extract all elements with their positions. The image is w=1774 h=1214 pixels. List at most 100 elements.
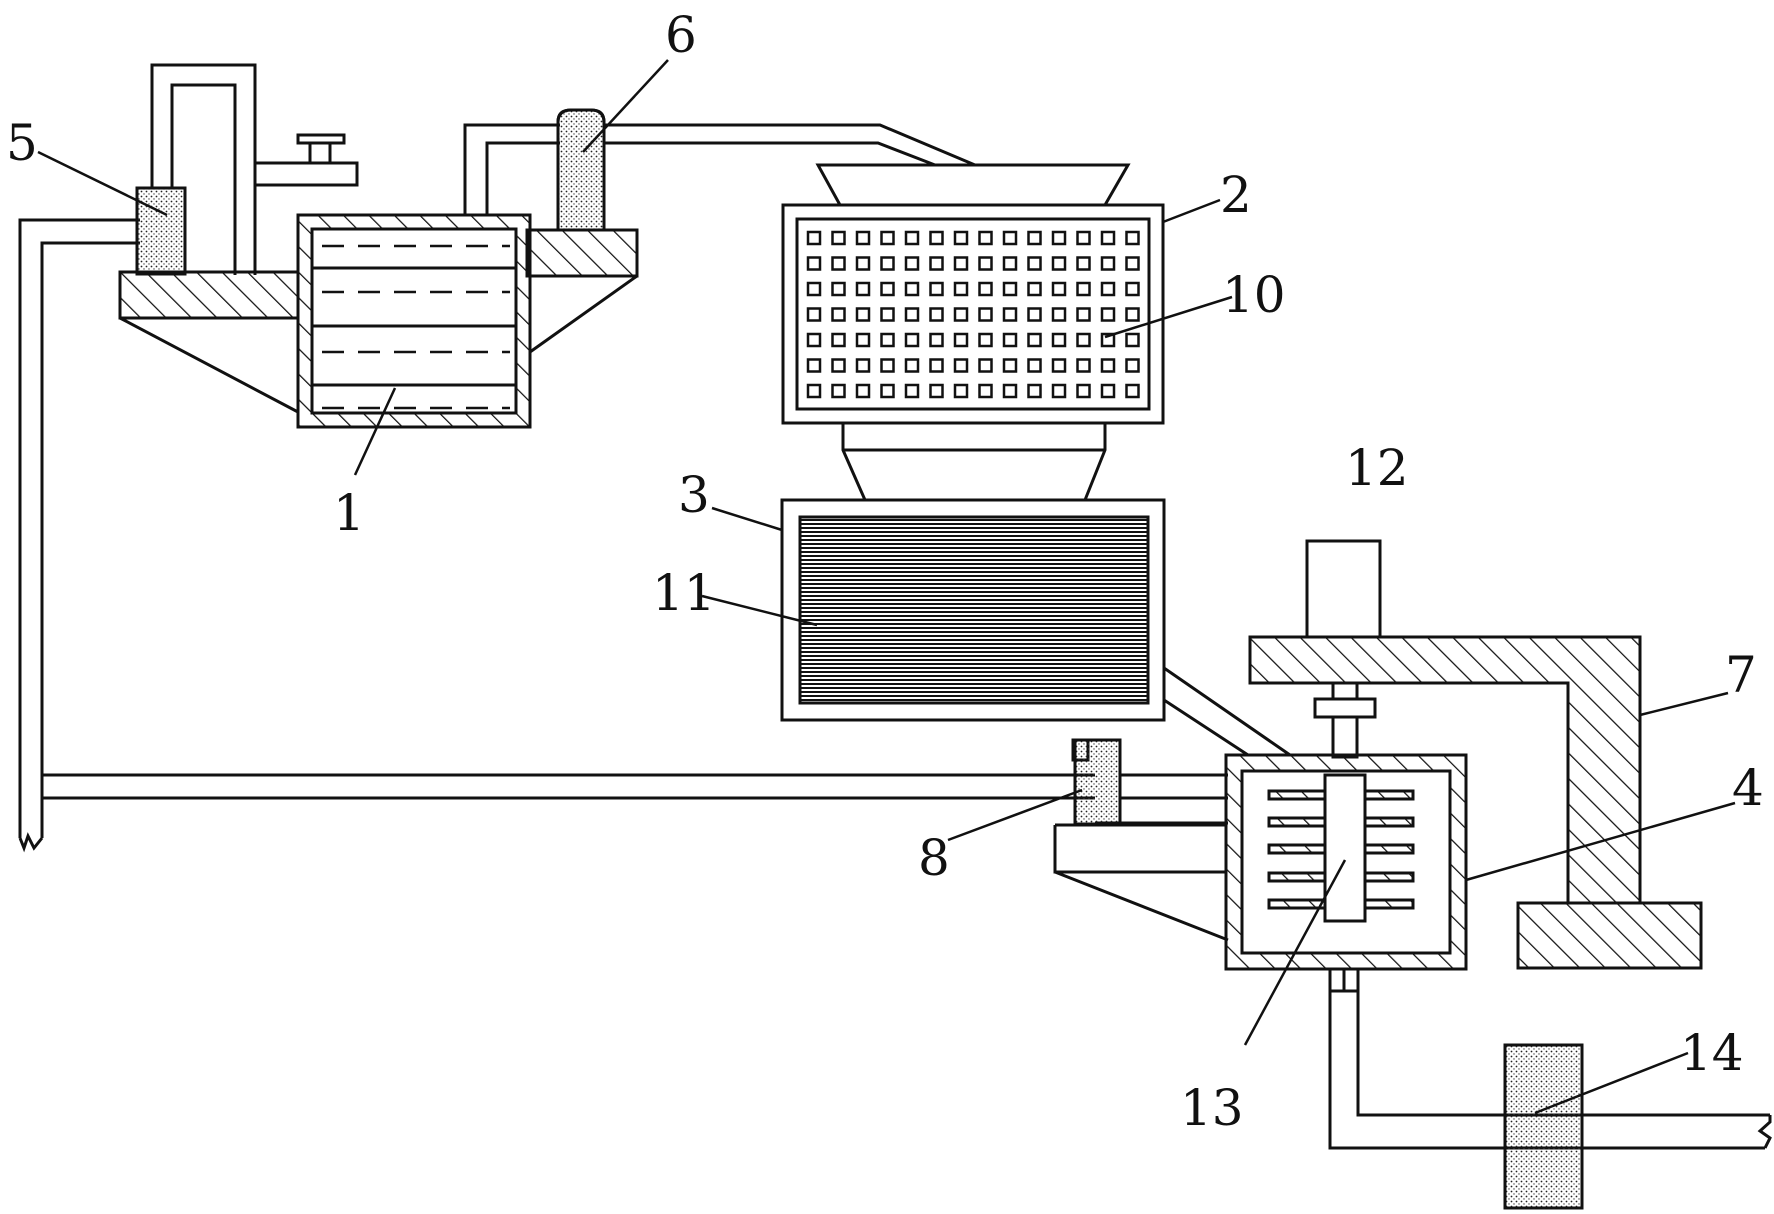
mesh-cell	[978, 307, 993, 322]
mesh-cell	[1076, 281, 1091, 297]
mesh-cell	[953, 332, 969, 348]
mesh-cell	[831, 281, 846, 297]
mesh-cell	[880, 332, 895, 348]
mesh-cell	[1076, 358, 1091, 373]
mesh-cell	[1125, 256, 1140, 271]
mesh-cell	[978, 230, 993, 246]
mesh-cell	[1051, 256, 1067, 271]
mesh-cell	[1051, 383, 1067, 399]
mesh-cell	[1076, 332, 1091, 348]
mesh-cell	[929, 256, 944, 271]
component-6	[556, 108, 606, 232]
mesh-cell	[1051, 358, 1067, 373]
mesh-cell	[953, 358, 969, 373]
mesh-cell	[1100, 383, 1116, 399]
mesh-cell	[929, 281, 944, 297]
label-14: 14	[1680, 1024, 1744, 1082]
mesh-cell	[1125, 383, 1140, 399]
frame-7	[1248, 635, 1703, 970]
mesh-cell	[1027, 307, 1042, 322]
feed-pipe-top	[463, 123, 976, 215]
mesh-cell	[806, 281, 822, 297]
mesh-cell	[855, 358, 871, 373]
mesh-cell	[953, 281, 969, 297]
mesh-cell	[1051, 307, 1067, 322]
mesh-cell	[978, 332, 993, 348]
stirrer-13	[1267, 773, 1415, 923]
label-3: 3	[678, 466, 710, 524]
label-5: 5	[6, 114, 38, 172]
mesh-cell	[831, 383, 846, 399]
connector-pipe-3-4	[1163, 666, 1291, 757]
mesh-cell	[831, 307, 846, 322]
label-8: 8	[918, 829, 950, 887]
mesh-cell	[1027, 256, 1042, 271]
mesh-cell	[953, 230, 969, 246]
mesh-cell	[1027, 358, 1042, 373]
mesh-cell	[880, 358, 895, 373]
valve-assembly	[150, 63, 359, 275]
label-10: 10	[1222, 266, 1286, 324]
label-11: 11	[652, 564, 716, 622]
outlet-pipe	[1328, 967, 1772, 1150]
mesh-cell	[1125, 332, 1140, 348]
mesh-cell	[831, 358, 846, 373]
mesh-cell	[855, 332, 871, 348]
label-6: 6	[665, 6, 697, 64]
mesh-cell	[1100, 230, 1116, 246]
mesh-cell	[929, 307, 944, 322]
label-12: 12	[1345, 439, 1409, 497]
mesh-cell	[855, 256, 871, 271]
shaft-coupling	[1313, 681, 1377, 759]
label-13: 13	[1180, 1079, 1244, 1137]
label-4: 4	[1732, 759, 1764, 817]
plate-lines-11	[801, 519, 1147, 701]
mesh-cell	[880, 383, 895, 399]
mesh-cell	[904, 230, 920, 246]
mesh-cell	[1125, 230, 1140, 246]
mesh-cell	[1027, 230, 1042, 246]
mesh-cell	[953, 383, 969, 399]
mesh-cell	[978, 256, 993, 271]
mesh-cell	[904, 256, 920, 271]
mesh-cell	[1027, 281, 1042, 297]
mesh-cell	[880, 307, 895, 322]
mesh-cell	[1076, 230, 1091, 246]
mesh-cell	[929, 358, 944, 373]
mesh-cell	[1100, 358, 1116, 373]
mesh-cell	[1100, 281, 1116, 297]
mesh-cell	[1100, 256, 1116, 271]
mesh-cell	[1125, 307, 1140, 322]
mesh-cell	[831, 256, 846, 271]
tank-1	[118, 213, 639, 429]
mesh-cell	[1076, 307, 1091, 322]
plate-box-3	[780, 498, 1166, 722]
mixer-tank-4	[1224, 753, 1468, 971]
mesh-cell	[880, 230, 895, 246]
screen-box-2	[781, 163, 1165, 502]
mesh-cell	[904, 307, 920, 322]
mesh-cell	[953, 256, 969, 271]
mesh-cell	[904, 281, 920, 297]
mesh-cell	[880, 256, 895, 271]
mesh-cell	[1076, 256, 1091, 271]
mesh-cell	[1100, 307, 1116, 322]
mesh-cell	[806, 256, 822, 271]
return-pipe-left	[18, 218, 1095, 853]
valve-14	[1503, 1043, 1584, 1210]
mesh-cell	[806, 358, 822, 373]
mesh-cell	[1002, 256, 1018, 271]
mesh-cell	[806, 332, 822, 348]
mesh-cell	[1125, 281, 1140, 297]
mesh-cell	[1002, 281, 1018, 297]
mesh-cell	[904, 383, 920, 399]
mesh-cell	[855, 383, 871, 399]
mesh-cell	[831, 332, 846, 348]
mesh-cell	[855, 230, 871, 246]
mesh-cell	[1100, 332, 1116, 348]
mesh-cell	[1076, 383, 1091, 399]
mesh-cell	[806, 230, 822, 246]
label-2: 2	[1220, 166, 1252, 224]
mesh-cell	[1002, 307, 1018, 322]
